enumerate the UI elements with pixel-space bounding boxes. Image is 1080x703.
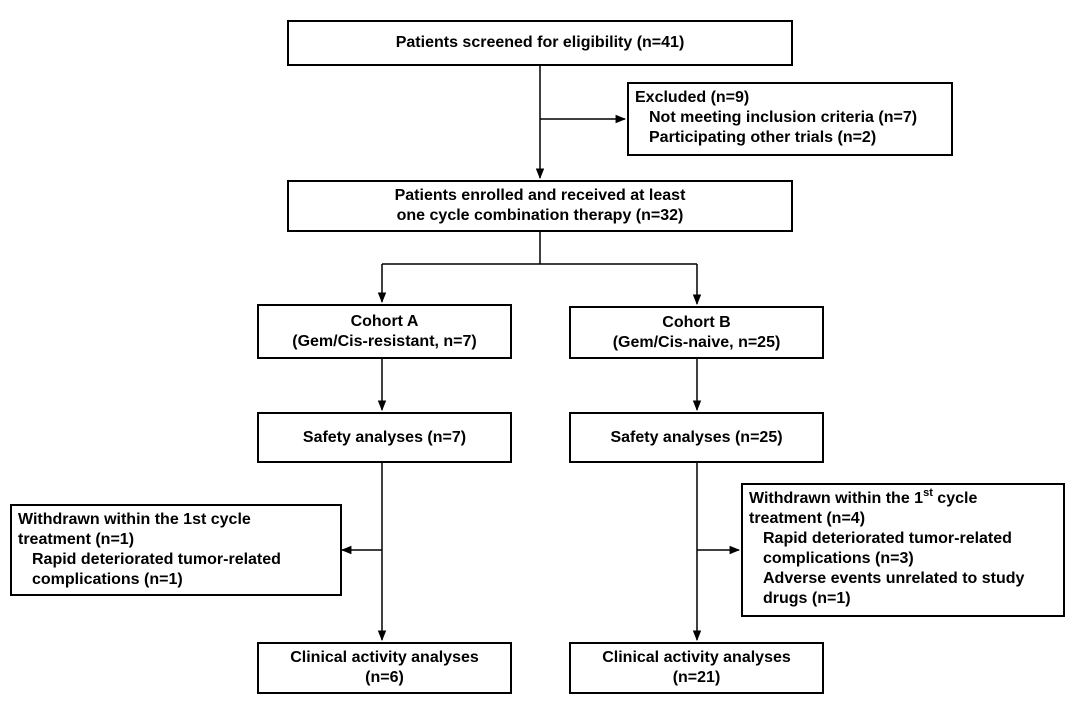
withdrawn-b-reason-1-line-2: complications (n=3)	[763, 550, 914, 567]
enrolled-line-2: one cycle combination therapy (n=32)	[396, 207, 684, 224]
clinical-a-line-1: Clinical activity analyses	[290, 649, 479, 666]
cohort-a-subtitle: (Gem/Cis-resistant, n=7)	[292, 332, 477, 350]
withdrawn-b-title-2: treatment (n=4)	[749, 510, 866, 527]
safety-a-text: Safety analyses (n=7)	[302, 428, 467, 446]
clinical-b-line-2: (n=21)	[672, 669, 721, 686]
withdrawn-a-reason-2: complications (n=1)	[32, 571, 183, 588]
cohort-b-title: Cohort B	[662, 313, 731, 331]
screening-box: Patients screened for eligibility (n=41)	[287, 20, 793, 66]
excluded-item: Not meeting inclusion criteria (n=7)	[649, 109, 918, 126]
enrolled-line-1: Patients enrolled and received at least	[394, 187, 686, 204]
enrolled-box: Patients enrolled and received at least …	[287, 180, 793, 232]
cohort-b-subtitle: (Gem/Cis-naive, n=25)	[612, 333, 781, 351]
withdrawn-b-title-1: Withdrawn within the 1st cycle	[749, 486, 1063, 509]
withdrawn-b-reason-1-line-1: Rapid deteriorated tumor-related	[763, 530, 1012, 547]
clinical-b-line-1: Clinical activity analyses	[602, 649, 791, 666]
safety-b-box: Safety analyses (n=25)	[569, 412, 824, 463]
cohort-a-box: Cohort A (Gem/Cis-resistant, n=7)	[257, 304, 512, 359]
withdrawn-b-title-pre: Withdrawn within the 1	[749, 490, 924, 507]
withdrawn-a-title-1: Withdrawn within the 1st cycle	[18, 511, 251, 528]
excluded-title: Excluded (n=9)	[635, 89, 750, 106]
withdrawn-b-box: Withdrawn within the 1st cycle treatment…	[741, 483, 1065, 617]
withdrawn-b-reason-2-line-1: Adverse events unrelated to study	[763, 570, 1025, 587]
clinical-b-box: Clinical activity analyses (n=21)	[569, 642, 824, 694]
withdrawn-b-title-post: cycle	[932, 490, 978, 507]
withdrawn-b-title-sup: st	[923, 486, 933, 499]
safety-a-box: Safety analyses (n=7)	[257, 412, 512, 463]
excluded-item: Participating other trials (n=2)	[649, 129, 877, 146]
clinical-a-box: Clinical activity analyses (n=6)	[257, 642, 512, 694]
cohort-b-box: Cohort B (Gem/Cis-naive, n=25)	[569, 306, 824, 359]
withdrawn-a-title-2: treatment (n=1)	[18, 531, 135, 548]
excluded-box: Excluded (n=9) Not meeting inclusion cri…	[627, 82, 953, 156]
screening-text: Patients screened for eligibility (n=41)	[395, 34, 685, 51]
cohort-a-title: Cohort A	[350, 312, 419, 330]
withdrawn-a-box: Withdrawn within the 1st cycle treatment…	[10, 504, 342, 596]
withdrawn-a-reason-1: Rapid deteriorated tumor-related	[32, 551, 281, 568]
withdrawn-b-reason-2-line-2: drugs (n=1)	[763, 590, 851, 607]
clinical-a-line-2: (n=6)	[365, 669, 404, 686]
safety-b-text: Safety analyses (n=25)	[610, 428, 783, 446]
